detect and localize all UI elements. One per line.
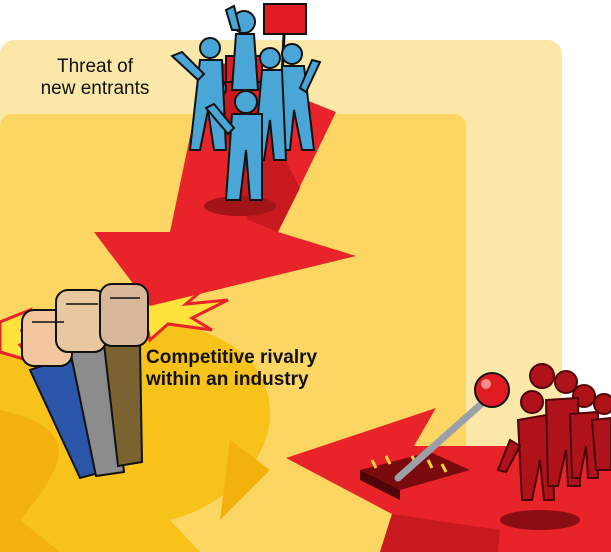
threat-label-line-1: Threat of [56,56,134,77]
threat-label-line-2: new entrants [40,78,150,99]
lever-switch-icon [360,372,510,500]
threat-of-new-entrants-label: Threat of new entrants [20,56,170,100]
raised-fists-icon [21,283,149,480]
rivalry-label-line-1: Competitive rivalry [146,347,318,368]
competitive-rivalry-label: Competitive rivalry within an industry [146,347,406,391]
rivalry-label-line-2: within an industry [146,369,309,390]
red-group-icon [496,363,611,530]
protesting-crowd-icon [170,3,322,216]
